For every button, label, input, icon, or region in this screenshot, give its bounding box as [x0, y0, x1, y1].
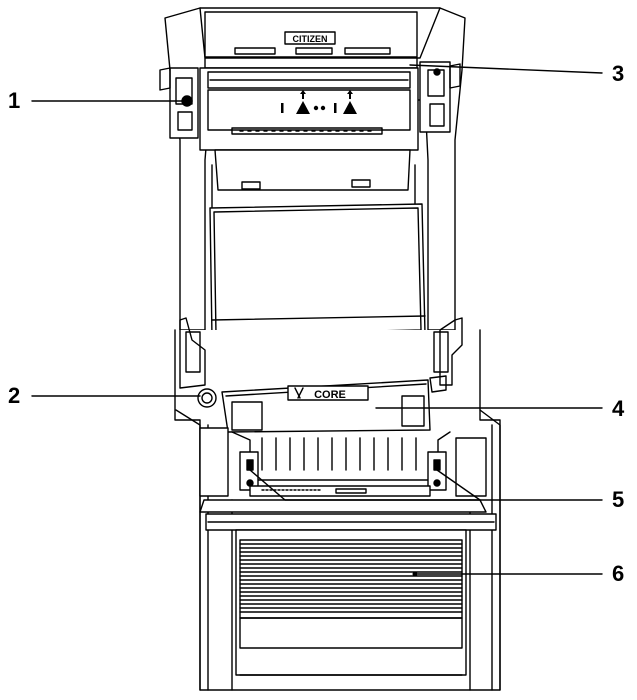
- core-label-text: CORE: [314, 389, 346, 401]
- callout-4-label: 4: [612, 396, 625, 421]
- core-label-plate: [287, 385, 369, 401]
- left-hinge: [159, 67, 199, 139]
- cover-release-button[interactable]: [197, 388, 217, 408]
- warning-icon: [343, 90, 357, 114]
- callouts: 1 2 3 4 5 6: [8, 61, 625, 586]
- paper-guide-right[interactable]: [427, 451, 447, 491]
- callout-5-label: 5: [612, 487, 624, 512]
- right-hinge: [419, 61, 461, 133]
- print-head-assembly: [199, 67, 419, 151]
- open-top-cover: CITIZEN: [159, 7, 466, 353]
- callout-6-label: 6: [612, 561, 624, 586]
- callout-5: 5: [249, 469, 624, 512]
- front-panel: [235, 529, 467, 676]
- callout-1: 1: [8, 88, 185, 113]
- paper-roll-holder: CORE: [221, 375, 447, 433]
- callout-3: 3: [409, 61, 624, 86]
- brand-plate: [284, 31, 336, 45]
- callout-1-label: 1: [8, 88, 20, 113]
- callout-6: 6: [417, 561, 624, 586]
- callout-4: 4: [375, 396, 625, 421]
- printer-body: CORE: [174, 317, 501, 691]
- brand-plate-text: CITIZEN: [293, 34, 328, 44]
- callout-2-label: 2: [8, 383, 20, 408]
- callout-2: 2: [8, 383, 201, 408]
- callout-3-label: 3: [612, 61, 624, 86]
- warning-icon: [296, 90, 310, 114]
- paper-guide-area: [199, 427, 487, 497]
- paper-guide-left[interactable]: [239, 451, 259, 491]
